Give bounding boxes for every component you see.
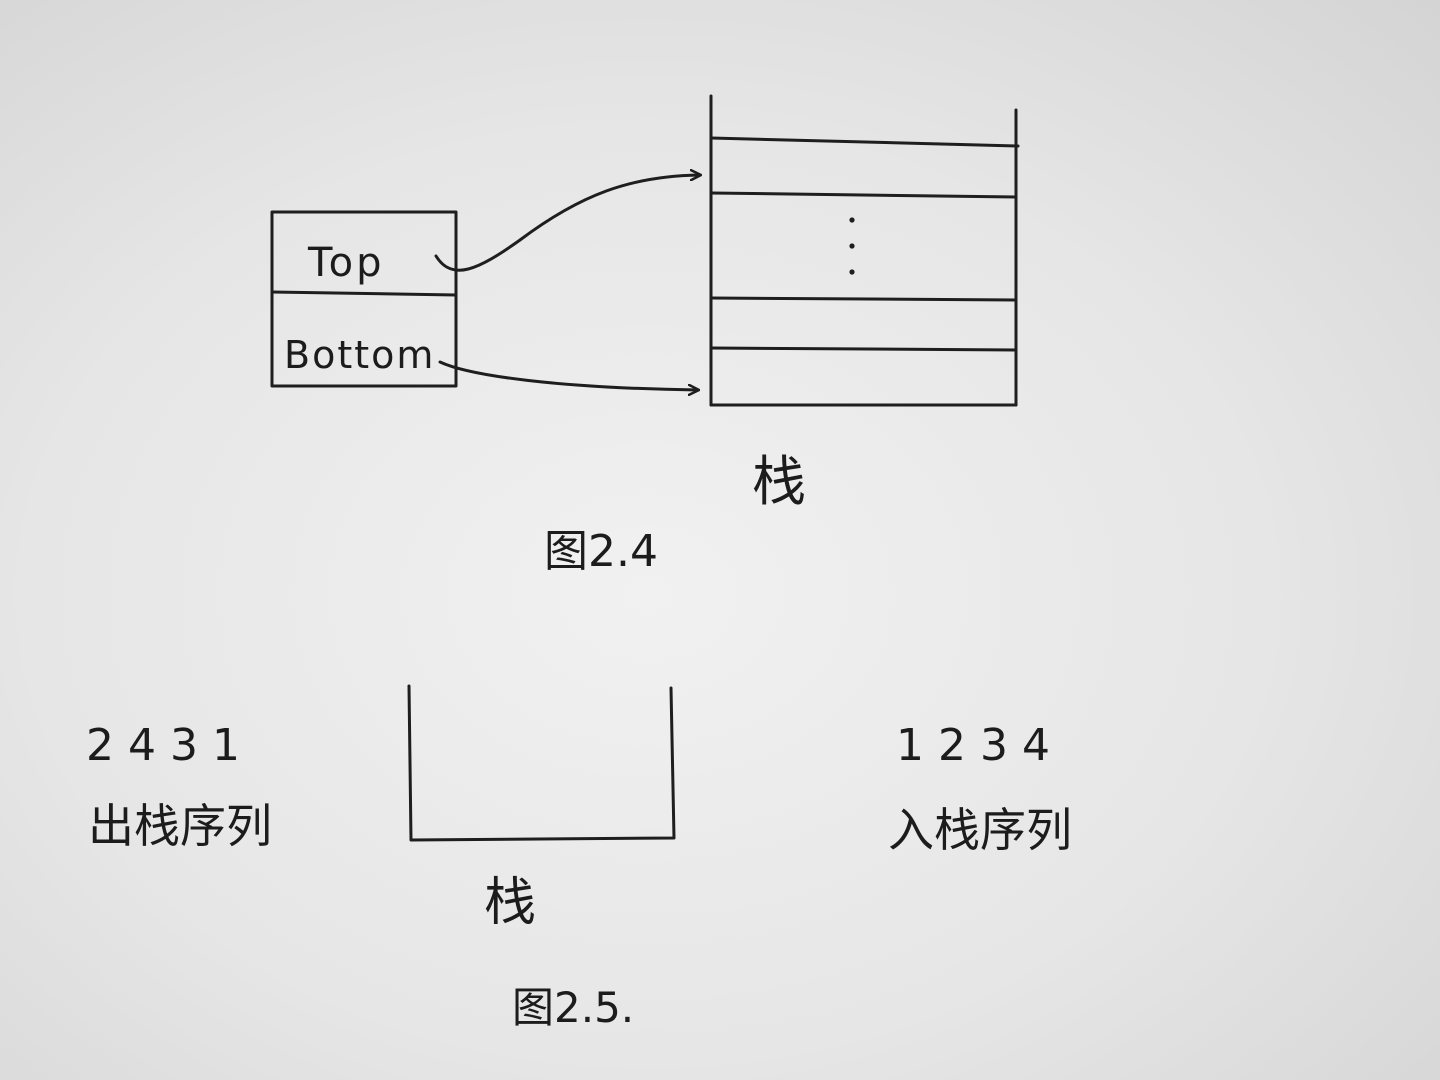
ellipsis-dot [849,217,855,223]
push-sequence-label: 入栈序列 [888,803,1072,857]
struct-field-top: Top [307,240,385,286]
ellipsis-dot [849,243,855,249]
figure-caption-2-5: 图2.5. [512,983,634,1032]
stack-label-2-5: 栈 [484,873,536,933]
figure-2-4: Top Bottom 栈 图2.4 [270,94,1020,577]
stack-label-2-4: 栈 [752,450,806,513]
figure-2-5: 2 4 3 1 出栈序列 1 2 3 4 入栈序列 栈 图2.5. [86,684,1072,1032]
pop-sequence-label: 出栈序列 [88,799,272,853]
stack-figure-2-5 [407,684,676,842]
top-pointer-arrow [434,175,700,272]
push-sequence: 1 2 3 4 [896,720,1050,771]
struct-box: Top Bottom [270,210,458,388]
figure-caption-2-4: 图2.4 [544,526,658,577]
struct-field-bottom: Bottom [284,333,435,377]
bottom-pointer-arrow [438,360,698,390]
ellipsis-dot [849,269,855,275]
stack-figure-2-4 [709,94,1020,407]
pop-sequence: 2 4 3 1 [86,720,240,771]
